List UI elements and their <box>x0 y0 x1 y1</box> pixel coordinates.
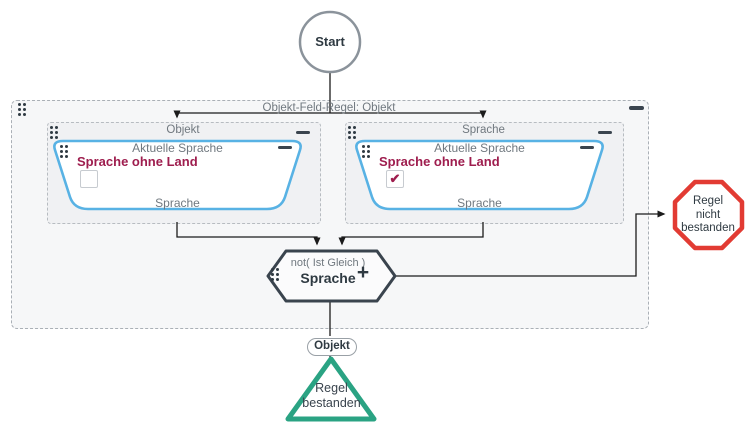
field-shape-sprache-minimize-icon[interactable] <box>580 146 594 149</box>
rule-container-drag-handle-icon[interactable] <box>18 103 26 116</box>
group-objekt-drag-handle-icon[interactable] <box>50 126 58 139</box>
edge-label-objekt[interactable]: Objekt <box>307 338 357 356</box>
condition-drag-handle-icon[interactable] <box>271 268 279 281</box>
field-shape-sprache-header: Aktuelle Sprache <box>434 141 525 155</box>
field-shape-objekt-footer: Sprache <box>155 196 200 210</box>
field-shape-sprache-checkbox[interactable]: ✔ <box>386 170 404 188</box>
group-sprache-minimize-icon[interactable] <box>598 131 612 134</box>
field-shape-objekt-field-label: Sprache ohne Land <box>77 154 198 169</box>
field-shape-sprache-drag-handle-icon[interactable] <box>362 145 370 158</box>
field-shape-sprache-footer: Sprache <box>457 196 502 210</box>
fail-line-1: Regel <box>692 195 724 207</box>
fail-line-3: bestanden <box>681 222 735 234</box>
field-shape-objekt-checkbox[interactable] <box>80 170 98 188</box>
field-shape-objekt-header: Aktuelle Sprache <box>132 141 223 155</box>
group-sprache-drag-handle-icon[interactable] <box>348 126 356 139</box>
pass-line-1: Regel <box>315 381 348 395</box>
rule-container-minimize-icon[interactable] <box>629 106 644 110</box>
start-label: Start <box>315 34 345 49</box>
group-sprache-title: Sprache <box>462 124 505 136</box>
field-shape-objekt-minimize-icon[interactable] <box>278 146 292 149</box>
condition-add-button[interactable]: + <box>356 261 370 284</box>
pass-node-label: Regel bestanden <box>289 381 374 410</box>
group-objekt-title: Objekt <box>166 124 200 136</box>
fail-line-2: nicht <box>695 208 721 221</box>
fail-node-label: Regel nicht bestanden <box>674 195 742 236</box>
field-shape-sprache-field-label: Sprache ohne Land <box>379 154 500 169</box>
group-objekt-minimize-icon[interactable] <box>296 131 310 134</box>
field-shape-objekt-drag-handle-icon[interactable] <box>60 145 68 158</box>
rule-container-title: Objekt-Feld-Regel: Objekt <box>262 102 396 114</box>
pass-line-2: bestanden <box>302 395 361 410</box>
